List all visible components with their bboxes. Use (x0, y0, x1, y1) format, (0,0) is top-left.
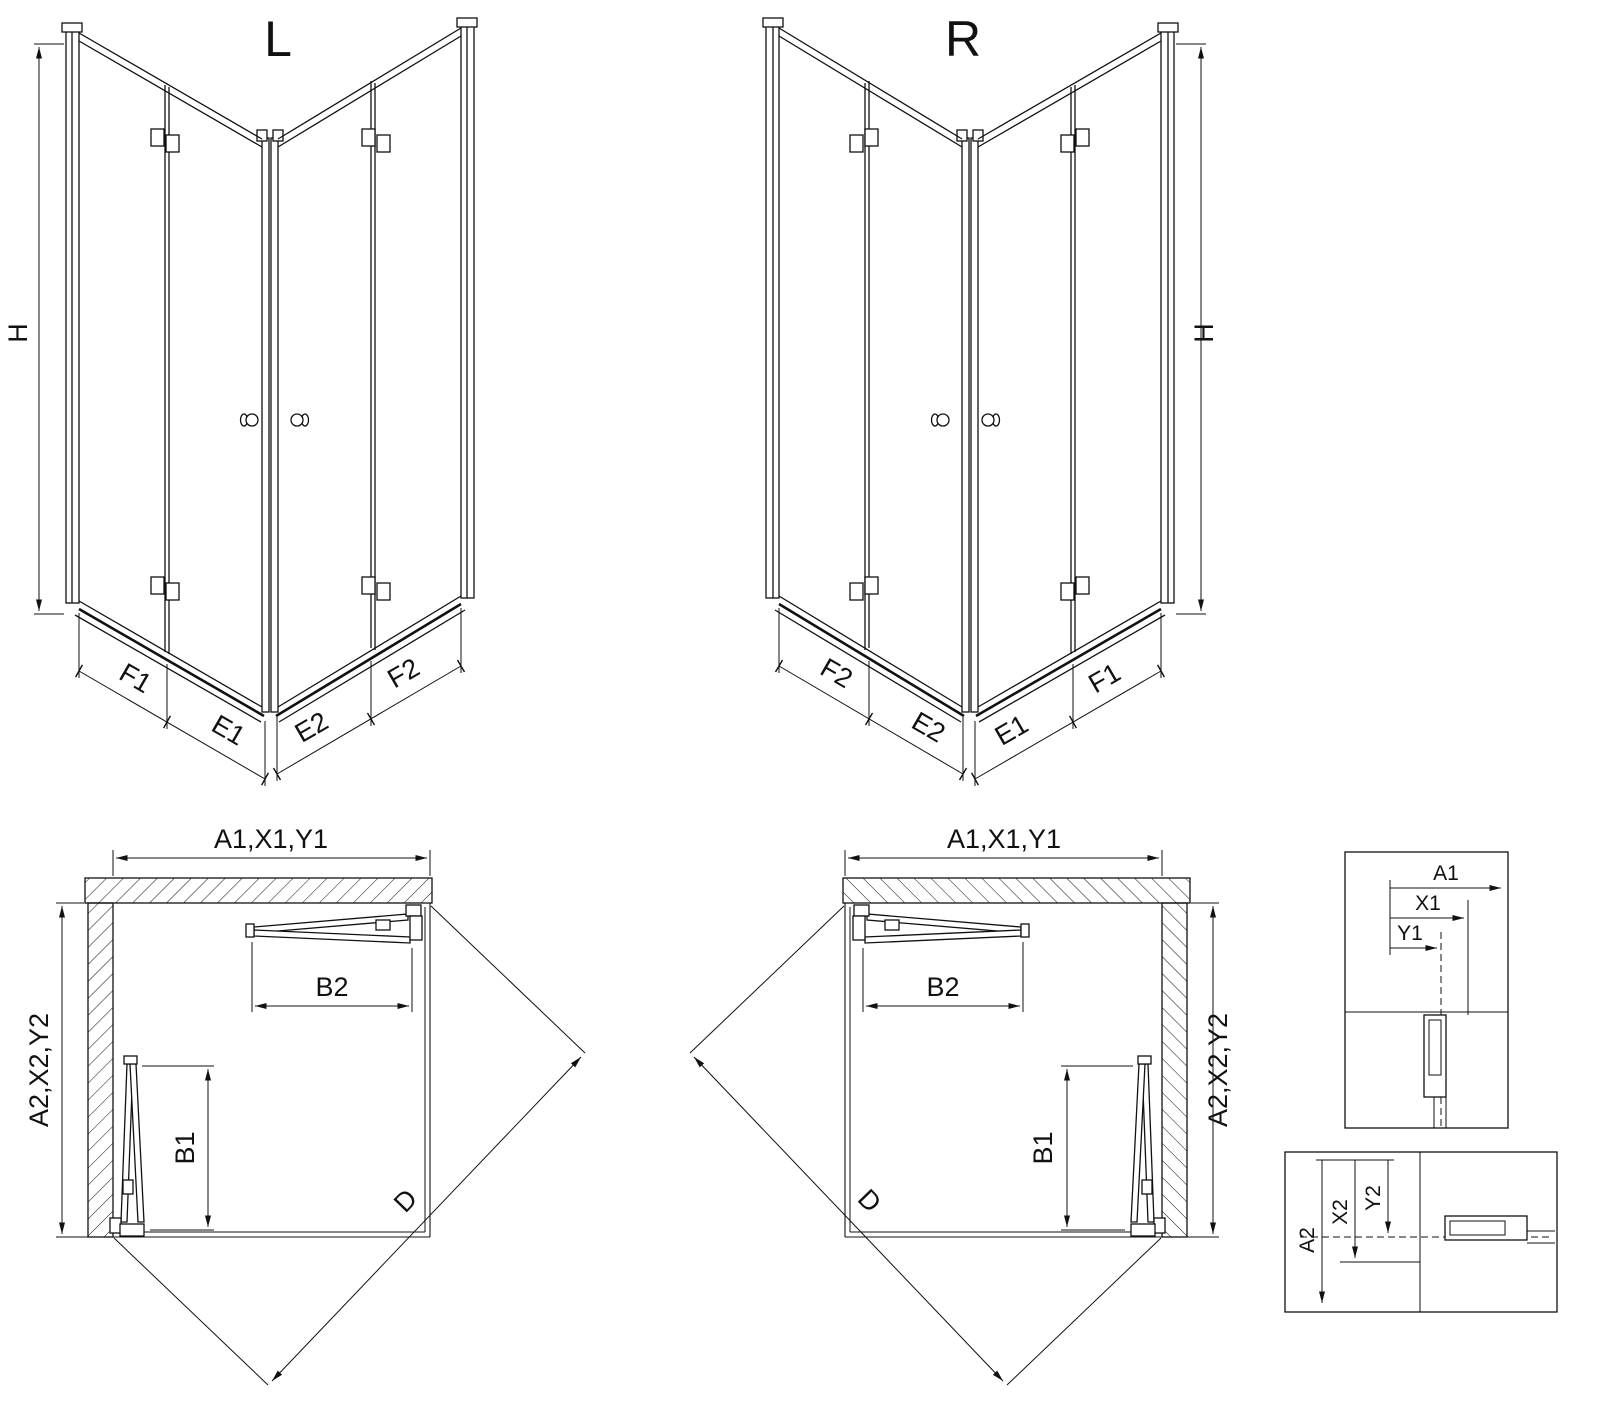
variant-label-right: R (945, 11, 981, 67)
dim-label-f2-left: F2 (382, 652, 424, 694)
plan-view-right: A1,X1,Y1 A2,X2,Y2 B2 B1 D (690, 824, 1233, 1385)
dim-label-d-left: D (388, 1183, 423, 1218)
detail-label-a2: A2 (1296, 1227, 1319, 1253)
dim-label-b2-right: B2 (926, 972, 959, 1002)
dim-label-b1-right: B1 (1028, 1131, 1058, 1164)
detail-label-y2: Y2 (1362, 1185, 1385, 1211)
dim-label-h-left: H (3, 323, 33, 343)
dim-label-depth-right: A2,X2,Y2 (1203, 1013, 1233, 1127)
dim-label-depth-left: A2,X2,Y2 (24, 1013, 54, 1127)
dim-label-width-left: A1,X1,Y1 (214, 824, 328, 854)
dim-label-e1-right: E1 (990, 709, 1034, 751)
detail-view-bottom: A2 X2 Y2 (1284, 1151, 1558, 1313)
iso-view-right: R H F2 E2 E1 F1 (763, 11, 1219, 786)
dim-label-width-right: A1,X1,Y1 (947, 824, 1061, 854)
dim-label-b2-left: B2 (315, 972, 348, 1002)
detail-label-a1: A1 (1433, 862, 1459, 885)
iso-view-left: L H F1 E1 E2 F2 (3, 11, 477, 786)
detail-view-top: A1 X1 Y1 (1344, 851, 1509, 1129)
plan-drawing-left (56, 850, 585, 1385)
variant-label-left: L (264, 11, 292, 67)
dim-label-h-right: H (1189, 323, 1219, 343)
plan-view-left: A1,X1,Y1 A2,X2,Y2 B2 B1 D (24, 824, 585, 1385)
dim-label-d-right: D (852, 1183, 887, 1218)
detail-label-y1: Y1 (1397, 922, 1423, 945)
dim-label-e1-left: E1 (207, 709, 251, 751)
dim-label-f1-left: F1 (114, 657, 156, 699)
dim-label-f2-right: F2 (815, 652, 857, 694)
dim-label-b1-left: B1 (170, 1131, 200, 1164)
plan-drawing-right (690, 850, 1219, 1385)
detail-label-x2: X2 (1329, 1199, 1352, 1225)
dim-label-f1-right: F1 (1083, 657, 1125, 699)
detail-label-x1: X1 (1415, 892, 1441, 915)
